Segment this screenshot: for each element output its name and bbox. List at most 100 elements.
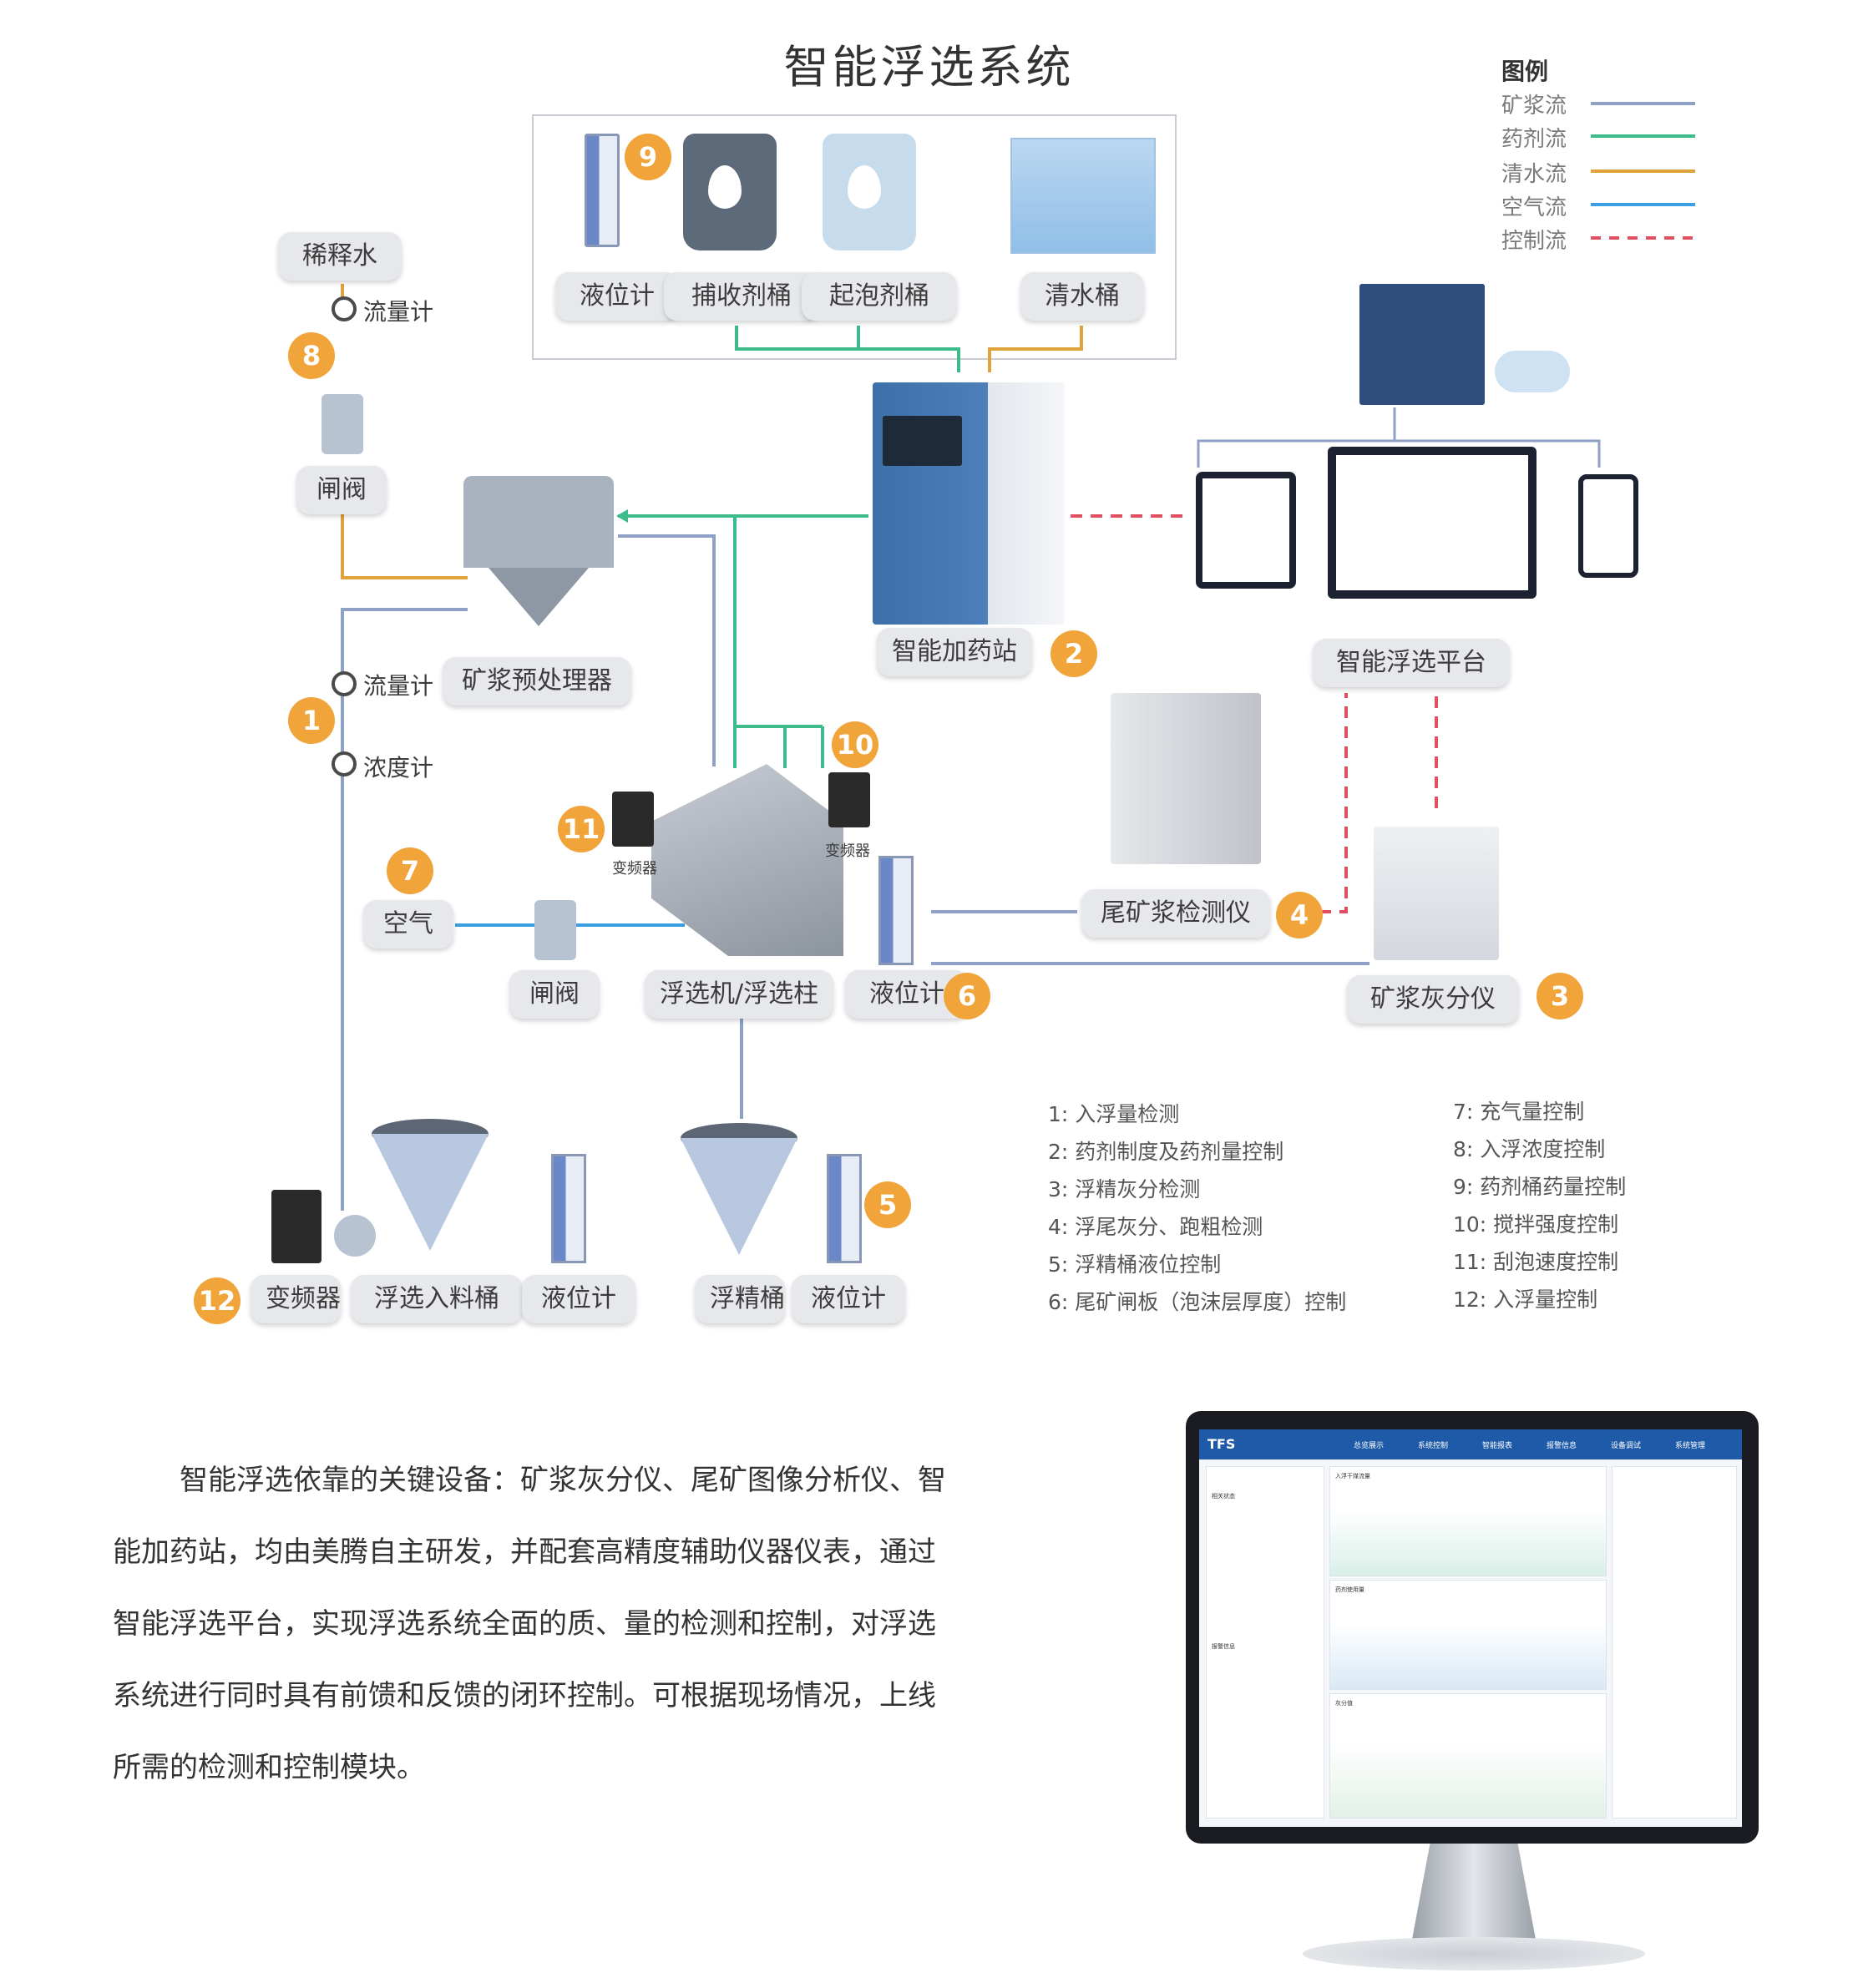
collector-tank-icon xyxy=(683,134,777,250)
vfd-icon xyxy=(612,792,654,847)
note-12: 12: 入浮量控制 xyxy=(1453,1287,1598,1312)
feed-tank-label: 浮选入料桶 xyxy=(351,1275,523,1323)
badge-3: 3 xyxy=(1537,973,1583,1019)
density-meter-label: 浓度计 xyxy=(363,754,434,782)
note-9: 9: 药剂桶药量控制 xyxy=(1453,1175,1627,1199)
gate-valve-air-label: 闸阀 xyxy=(509,970,600,1019)
note-10: 10: 搅拌强度控制 xyxy=(1453,1212,1619,1237)
tablet-icon xyxy=(1196,472,1296,589)
flow-valve-icon xyxy=(321,394,363,454)
monitor-chart-title: 入浮干煤流量 xyxy=(1335,1473,1370,1480)
note-2: 2: 药剂制度及药剂量控制 xyxy=(1048,1140,1284,1164)
flowmeter-mid-label: 流量计 xyxy=(363,672,434,700)
dosing-station-label: 智能加药站 xyxy=(877,628,1032,676)
monitor-nav-item[interactable]: 智能报表 xyxy=(1482,1442,1513,1450)
monitor-nav-item[interactable]: 设备调试 xyxy=(1611,1442,1642,1450)
monitor-screen: TFS 总览展示 系统控制 智能报表 报警信息 设备调试 系统管理 相关状态 报… xyxy=(1199,1429,1742,1827)
badge-1: 1 xyxy=(288,697,335,744)
badge-6: 6 xyxy=(944,973,990,1019)
level-meter-feed-label: 液位计 xyxy=(522,1275,635,1323)
note-3: 3: 浮精灰分检测 xyxy=(1048,1177,1201,1201)
badge-4: 4 xyxy=(1276,892,1323,938)
feed-tank-icon xyxy=(372,1119,489,1261)
note-6: 6: 尾矿闸板（泡沫层厚度）控制 xyxy=(1048,1290,1347,1314)
phone-icon xyxy=(1578,474,1638,578)
vfd-12-label: 变频器 xyxy=(251,1275,341,1323)
badge-2: 2 xyxy=(1051,630,1097,677)
collector-tank-label: 捕收剂桶 xyxy=(664,272,819,321)
cloud-icon xyxy=(1495,351,1570,392)
level-gauge-icon xyxy=(827,1154,862,1263)
clean-water-tank-label: 清水桶 xyxy=(1020,272,1144,321)
monitor-nav-item[interactable]: 系统控制 xyxy=(1418,1442,1449,1450)
monitor-chart-panel: 入浮干煤流量 xyxy=(1329,1466,1607,1576)
badge-10: 10 xyxy=(832,721,878,768)
ash-analyzer-icon xyxy=(1374,827,1499,960)
server-icon xyxy=(1359,284,1485,405)
legend-control: 控制流 xyxy=(1501,229,1567,254)
frother-tank-icon xyxy=(823,134,916,250)
badge-12: 12 xyxy=(194,1277,240,1324)
badge-7: 7 xyxy=(387,847,433,894)
clean-water-tank-icon xyxy=(1010,138,1156,254)
pretreatment-icon xyxy=(463,443,614,635)
gate-valve-top-label: 闸阀 xyxy=(296,466,387,514)
paragraph-line: 智能浮选平台，实现浮选系统全面的质、量的检测和控制，对浮选 xyxy=(113,1607,936,1641)
level-gauge-icon xyxy=(878,856,914,965)
note-8: 8: 入浮浓度控制 xyxy=(1453,1137,1606,1161)
note-4: 4: 浮尾灰分、跑粗检测 xyxy=(1048,1215,1263,1239)
flowmeter-top-label: 流量计 xyxy=(363,298,434,326)
monitor-nav-item[interactable]: 系统管理 xyxy=(1675,1442,1706,1450)
paragraph-line: 系统进行同时具有前馈和反馈的闭环控制。可根据现场情况，上线 xyxy=(113,1679,936,1712)
monitor-side-panel: 相关状态 报警信息 xyxy=(1206,1466,1324,1819)
badge-8: 8 xyxy=(288,332,335,379)
vfd-icon xyxy=(828,772,870,827)
concentrate-tank-label: 浮精桶 xyxy=(695,1275,785,1323)
flotation-machine-label: 浮选机/浮选柱 xyxy=(645,970,833,1019)
paragraph-line: 能加药站，均由美腾自主研发，并配套高精度辅助仪器仪表，通过 xyxy=(113,1535,936,1569)
note-11: 11: 刮泡速度控制 xyxy=(1453,1250,1619,1274)
frother-tank-label: 起泡剂桶 xyxy=(802,272,957,321)
page-title: 智能浮选系统 xyxy=(783,41,1075,94)
note-7: 7: 充气量控制 xyxy=(1453,1100,1585,1124)
level-gauge-icon xyxy=(585,134,620,247)
air-valve-icon xyxy=(534,900,576,960)
badge-9: 9 xyxy=(625,134,671,180)
note-5: 5: 浮精桶液位控制 xyxy=(1048,1252,1222,1277)
ash-analyzer-label: 矿浆灰分仪 xyxy=(1347,975,1519,1024)
pretreatment-label: 矿浆预处理器 xyxy=(443,657,631,706)
paragraph-line: 智能浮选依靠的关键设备：矿浆灰分仪、尾矿图像分析仪、智 xyxy=(180,1464,946,1497)
tailings-detector-icon xyxy=(1111,693,1261,864)
flowmeter-dot xyxy=(332,296,357,321)
monitor-chart-panel: 灰分值 xyxy=(1329,1693,1607,1819)
level-meter-tank-label: 液位计 xyxy=(555,272,679,321)
pump-icon xyxy=(334,1215,376,1257)
legend-air: 空气流 xyxy=(1501,195,1567,220)
monitor-nav-item[interactable]: 报警信息 xyxy=(1547,1442,1577,1450)
legend-chemical: 药剂流 xyxy=(1501,127,1567,152)
monitor-chart-panel: 药剂使用量 xyxy=(1329,1580,1607,1690)
monitor-nav-item[interactable]: 总览展示 xyxy=(1354,1442,1385,1450)
monitor-logo: TFS xyxy=(1207,1436,1236,1452)
monitor-chart-title: 药剂使用量 xyxy=(1335,1586,1364,1593)
level-meter-5-label: 液位计 xyxy=(792,1275,905,1323)
monitor-stand xyxy=(1411,1844,1537,1944)
vfd-11-label: 变频器 xyxy=(612,860,657,878)
platform-label: 智能浮选平台 xyxy=(1313,639,1510,687)
monitor-side-title: 报警信息 xyxy=(1212,1643,1235,1650)
monitor-side-title: 相关状态 xyxy=(1212,1493,1235,1500)
dosing-station-icon xyxy=(873,382,1065,625)
concentrate-tank-icon xyxy=(681,1123,797,1265)
monitor-control-panel xyxy=(1612,1466,1737,1819)
note-1: 1: 入浮量检测 xyxy=(1048,1102,1180,1126)
air-label: 空气 xyxy=(363,900,453,948)
flow-lines xyxy=(341,102,1695,1211)
vfd-10-label: 变频器 xyxy=(825,842,870,860)
flowmeter-dot xyxy=(332,671,357,696)
badge-5: 5 xyxy=(864,1181,911,1228)
legend-slurry: 矿浆流 xyxy=(1501,94,1567,119)
legend-water: 清水流 xyxy=(1501,162,1567,187)
tailings-detector-label: 尾矿浆检测仪 xyxy=(1081,889,1270,938)
level-gauge-icon xyxy=(551,1154,586,1263)
description-paragraph: 智能浮选依靠的关键设备：矿浆灰分仪、尾矿图像分析仪、智 能加药站，均由美腾自主研… xyxy=(113,1444,1015,1803)
